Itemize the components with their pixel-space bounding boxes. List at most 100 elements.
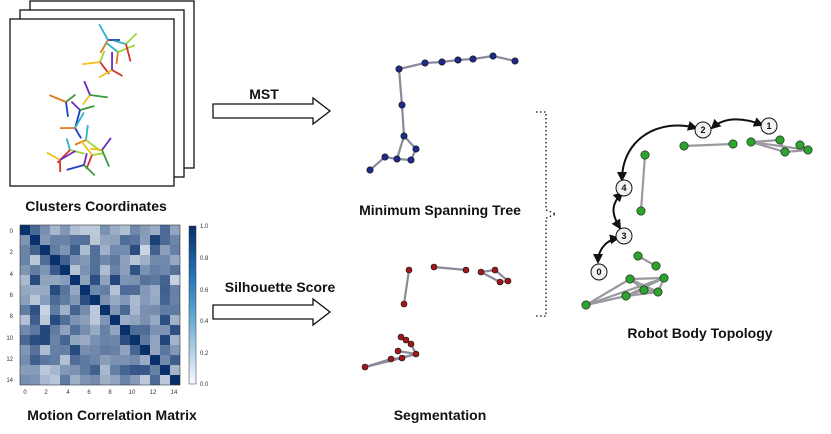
y-tick: 6	[10, 293, 14, 299]
heatmap-cell	[150, 325, 160, 335]
heatmap-cell	[150, 315, 160, 325]
mst-graph	[366, 52, 519, 174]
heatmap-cell	[120, 255, 130, 265]
heatmap-cell	[60, 335, 70, 345]
heatmap-y-ticks: 0 2 4 6 8 10 12 14	[6, 229, 13, 384]
heatmap-cell	[100, 275, 110, 285]
heatmap-cell	[110, 225, 120, 235]
graph-edge	[397, 61, 427, 71]
heatmap-cell	[170, 245, 180, 255]
graph-edge	[363, 356, 404, 369]
graph-node	[400, 132, 408, 140]
heatmap-cell	[130, 325, 140, 335]
heatmap-cell	[80, 355, 90, 365]
heatmap-cell	[80, 285, 90, 295]
clusters-coordinates-label: Clusters Coordinates	[25, 198, 167, 214]
cluster-axis-stroke	[105, 42, 119, 53]
heatmap-cell	[60, 295, 70, 305]
heatmap-cell	[150, 255, 160, 265]
cluster-axis-stroke	[65, 93, 76, 103]
heatmap-cell	[70, 315, 80, 325]
x-tick: 6	[87, 390, 91, 396]
heatmap-cell	[50, 375, 60, 385]
heatmap-cell	[100, 265, 110, 275]
heatmap-cell	[50, 255, 60, 265]
cluster-axis-stroke	[101, 137, 112, 151]
heatmap-cell	[170, 255, 180, 265]
cluster-axis-stroke	[98, 69, 113, 79]
heatmap-cell	[20, 355, 30, 365]
heatmap-cell	[130, 255, 140, 265]
heatmap-cell	[30, 275, 40, 285]
cluster-axis-stroke	[83, 80, 91, 96]
heatmap-cell	[120, 305, 130, 315]
heatmap-cell	[40, 255, 50, 265]
heatmap-cell	[80, 245, 90, 255]
graph-edge	[400, 103, 406, 138]
heatmap-cell	[140, 365, 150, 375]
heatmap-cell	[20, 335, 30, 345]
heatmap-cell	[40, 335, 50, 345]
heatmap-cell	[40, 225, 50, 235]
heatmap-cell	[80, 265, 90, 275]
graph-node	[400, 300, 408, 308]
heatmap-cell	[90, 275, 100, 285]
graph-node	[412, 350, 420, 358]
graph-node	[454, 56, 462, 64]
heatmap-cell	[80, 275, 90, 285]
heatmap-cell	[160, 355, 170, 365]
heatmap-cell	[50, 365, 60, 375]
heatmap-cell	[170, 275, 180, 285]
heatmap-cell	[160, 285, 170, 295]
cluster-axis-stroke	[101, 149, 110, 167]
graph-node	[581, 300, 591, 310]
colorbar-tick: 0.4	[200, 319, 209, 325]
heatmap-cell	[140, 335, 150, 345]
heatmap-cell	[160, 275, 170, 285]
heatmap-cell	[20, 245, 30, 255]
heatmap-cell	[20, 375, 30, 385]
heatmap-cell	[30, 255, 40, 265]
graph-node	[394, 347, 402, 355]
graph-node	[633, 251, 643, 261]
heatmap-cell	[110, 285, 120, 295]
heatmap-cell	[40, 325, 50, 335]
y-tick: 14	[6, 378, 13, 384]
heatmap-cell	[120, 375, 130, 385]
heatmap-cell	[120, 265, 130, 275]
heatmap-cell	[20, 265, 30, 275]
cluster-axis-stroke	[85, 154, 93, 170]
heatmap-cell	[160, 375, 170, 385]
correlation-heatmap: 0 2 4 6 8 10 12 14 0 2 4 6 8 10 12 14	[6, 224, 181, 396]
joint-node-3: 3	[615, 227, 633, 245]
cluster-axis-stroke	[114, 40, 127, 45]
cluster-axis-stroke	[79, 105, 95, 111]
heatmap-cell	[40, 275, 50, 285]
graph-node	[621, 291, 631, 301]
heatmap-cell	[70, 355, 80, 365]
heatmap-cell	[130, 355, 140, 365]
mst-arrow-shape	[212, 96, 332, 126]
heatmap-cell	[140, 255, 150, 265]
heatmap-cell	[90, 315, 100, 325]
robot-body-topology-label: Robot Body Topology	[627, 325, 772, 341]
joint-label: 2	[700, 125, 705, 135]
graph-node	[659, 273, 669, 283]
heatmap-cell	[110, 365, 120, 375]
heatmap-cell	[100, 225, 110, 235]
heatmap-cell	[140, 285, 150, 295]
heatmap-cell	[60, 265, 70, 275]
heatmap-cell	[110, 375, 120, 385]
heatmap-cell	[60, 355, 70, 365]
heatmap-cell	[170, 365, 180, 375]
graph-node	[407, 340, 415, 348]
heatmap-cell	[140, 275, 150, 285]
graph-node	[489, 52, 497, 60]
mst-arrow-label: MST	[249, 86, 279, 102]
heatmap-cell	[170, 345, 180, 355]
heatmap-cell	[70, 345, 80, 355]
graph-edge	[628, 276, 666, 281]
graph-node	[469, 55, 477, 63]
cluster-axis-stroke	[98, 23, 109, 41]
graph-node	[438, 58, 446, 66]
